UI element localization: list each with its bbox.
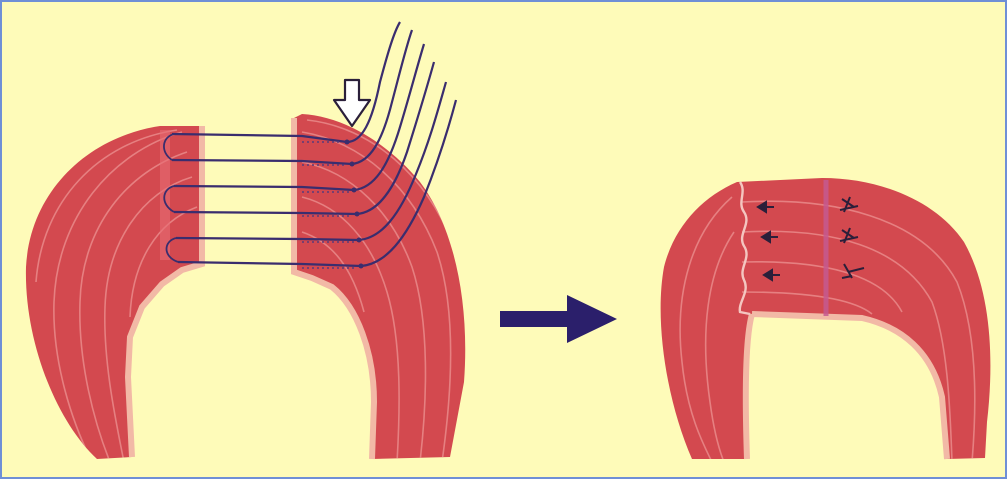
transition-arrow-icon: [500, 295, 617, 343]
right-tissue-flap: [294, 114, 465, 459]
open-arrow-icon: [334, 80, 370, 126]
after-panel: [661, 178, 991, 462]
before-panel: [26, 22, 465, 462]
